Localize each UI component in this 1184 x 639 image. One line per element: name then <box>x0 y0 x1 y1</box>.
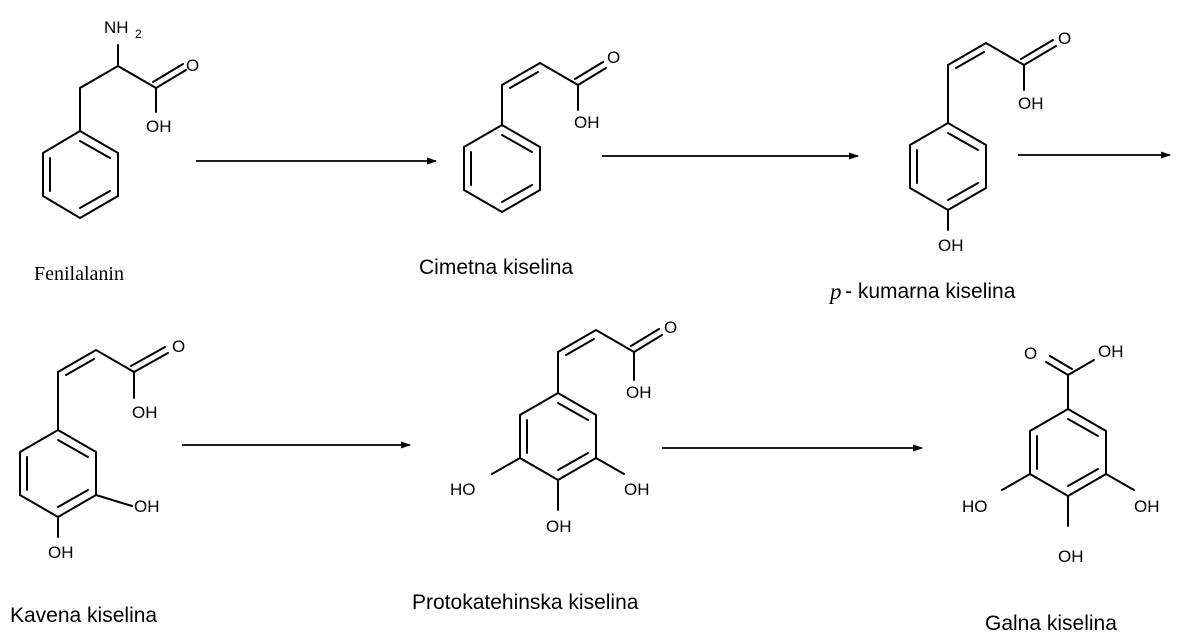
oxygen-label: O <box>1058 29 1071 48</box>
compound-name-fenilalanin: Fenilalanin <box>34 263 124 285</box>
hydroxyl-label: OH <box>938 236 964 255</box>
hydroxyl-label: OH <box>132 403 158 422</box>
fenilalanin-structure: NH 2 O OH <box>42 18 199 220</box>
hydroxyl-label: OH <box>134 497 160 516</box>
hydroxyl-label: OH <box>146 117 172 136</box>
p-kumarna-kiselina-structure: O OH OH <box>909 29 1071 255</box>
oxygen-label: O <box>607 48 620 67</box>
oxygen-label: O <box>172 337 185 356</box>
hydroxyl-label: OH <box>546 517 572 536</box>
hydroxyl-label: OH <box>626 383 652 402</box>
hydroxyl-label: OH <box>574 113 600 132</box>
oxygen-label: O <box>1024 344 1037 363</box>
oxygen-label: O <box>186 56 199 75</box>
nh2-subscript: 2 <box>135 27 142 41</box>
nh2-label: NH <box>104 18 129 37</box>
compound-prefix-p: p <box>828 279 842 304</box>
compound-name-kavena: Kavena kiselina <box>10 604 157 627</box>
compound-name-kumarna: - kumarna kiselina <box>845 280 1016 303</box>
hydroxyl-label: OH <box>48 543 74 562</box>
hydroxyl-label: OH <box>1058 547 1084 566</box>
compound-name-protokatehinska: Protokatehinska kiselina <box>412 591 639 614</box>
hydroxyl-label: OH <box>1134 497 1160 516</box>
compound-name-galna: Galna kiselina <box>985 612 1117 635</box>
kavena-kiselina-structure: O OH OH OH <box>19 337 185 562</box>
hydroxyl-label: OH <box>1018 94 1044 113</box>
hydroxyl-label: OH <box>624 480 650 499</box>
compound-name-cimetna: Cimetna kiselina <box>419 256 573 279</box>
oxygen-label: O <box>664 318 677 337</box>
hydroxyl-label: HO <box>962 497 988 516</box>
hydroxyl-label: HO <box>450 480 476 499</box>
hydroxyl-label: OH <box>1098 342 1124 361</box>
protokatehinska-kiselina-structure: O OH HO OH OH <box>450 318 677 536</box>
cimetna-kiselina-structure: O OH <box>463 48 620 214</box>
galna-kiselina-structure: O OH HO OH OH <box>962 342 1160 566</box>
